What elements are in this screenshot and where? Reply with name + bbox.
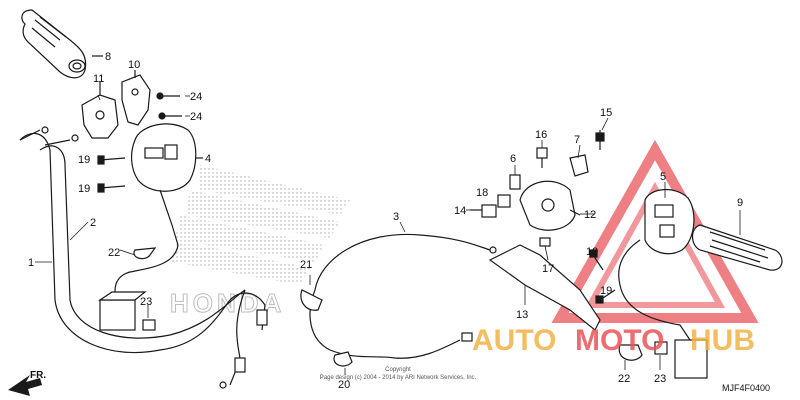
collar-18[interactable] (497, 194, 511, 208)
callout-6[interactable]: 6 (510, 153, 516, 165)
pivot-pin-16[interactable] (536, 147, 548, 168)
callout-23a[interactable]: 23 (140, 296, 152, 308)
throttle-housing-11[interactable] (81, 94, 119, 139)
copyright-line-1: Copyright (385, 367, 411, 373)
watermark-auto: AUTO (472, 324, 556, 357)
clamp-23b[interactable] (654, 341, 668, 355)
callout-19d[interactable]: 19 (600, 285, 612, 297)
callout-22b[interactable]: 22 (618, 373, 630, 385)
lever-bracket-12[interactable] (519, 180, 581, 231)
clip-22b[interactable] (618, 344, 643, 361)
watermark-moto: MOTO (575, 324, 664, 357)
clutch-cable-3[interactable] (309, 233, 497, 359)
watermark-autohub: AUTO MOTO HUB (472, 324, 755, 357)
callout-17[interactable]: 17 (542, 263, 554, 275)
wire-harness-right[interactable] (618, 239, 708, 379)
screw-19d[interactable] (595, 289, 616, 304)
adjuster-14[interactable] (470, 204, 497, 218)
bolt-15[interactable] (595, 130, 605, 150)
throttle-cable-2[interactable] (39, 134, 246, 339)
callout-18[interactable]: 18 (476, 187, 488, 199)
clip-22a[interactable] (133, 247, 157, 260)
callout-10[interactable]: 10 (128, 59, 140, 71)
callout-13[interactable]: 13 (516, 309, 528, 321)
switch-cover-10[interactable] (121, 74, 151, 126)
cable-clamp-20[interactable] (333, 351, 353, 367)
cable-end-fitting-b[interactable] (219, 289, 246, 389)
callout-labels: 8 10 11 24 24 4 19 19 2 1 22 23 3 21 20 … (28, 51, 743, 391)
callout-23b[interactable]: 23 (654, 373, 666, 385)
callout-24a[interactable]: 24 (190, 91, 202, 103)
screw-19c[interactable] (589, 249, 604, 271)
clutch-lever-13[interactable] (488, 244, 601, 331)
callout-19b[interactable]: 19 (78, 183, 90, 195)
cable-clamp-21[interactable] (300, 289, 323, 311)
screw-24b[interactable] (158, 112, 182, 120)
callout-20[interactable]: 20 (338, 379, 350, 391)
switch-housing-5[interactable] (644, 189, 695, 255)
clutch-switch-7[interactable] (569, 154, 589, 177)
wire-harness-left[interactable] (98, 244, 179, 331)
front-direction-label: FR. (30, 370, 46, 381)
copyright-line-2: Page design (c) 2004 - 2014 by ARI Netwo… (320, 375, 477, 381)
screw-24a[interactable] (156, 92, 180, 100)
callout-24b[interactable]: 24 (190, 111, 202, 123)
screw-19a[interactable] (97, 155, 126, 165)
leader-lines (35, 94, 741, 375)
callout-2[interactable]: 2 (90, 217, 96, 229)
callout-4[interactable]: 4 (205, 153, 211, 165)
diagram-code: MJF4F0400 (722, 383, 770, 393)
callout-1[interactable]: 1 (28, 257, 34, 269)
switch-housing-4[interactable] (131, 123, 197, 246)
callout-5[interactable]: 5 (660, 171, 666, 183)
callout-7[interactable]: 7 (574, 134, 580, 146)
callout-16[interactable]: 16 (535, 129, 547, 141)
screw-19b[interactable] (97, 183, 126, 193)
callout-22a[interactable]: 22 (108, 247, 120, 259)
callout-11[interactable]: 11 (93, 73, 104, 85)
throttle-cable-1[interactable] (19, 126, 231, 354)
honda-wing-logo (172, 165, 350, 285)
callout-8[interactable]: 8 (105, 51, 111, 63)
clamp-23a[interactable] (142, 319, 156, 331)
nut-17[interactable] (539, 237, 551, 247)
callout-12[interactable]: 12 (584, 209, 596, 221)
bushing-6[interactable] (509, 174, 521, 190)
watermark-hub: HUB (690, 324, 755, 357)
callout-21[interactable]: 21 (300, 259, 312, 271)
callout-14[interactable]: 14 (454, 205, 466, 217)
callout-19a[interactable]: 19 (78, 154, 90, 166)
callout-15[interactable]: 15 (600, 107, 612, 119)
callout-3[interactable]: 3 (393, 211, 399, 223)
front-arrow-icon (8, 375, 42, 396)
callout-9[interactable]: 9 (737, 197, 743, 209)
cable-end-fitting-a[interactable] (229, 292, 268, 331)
callout-19c[interactable]: 19 (586, 246, 598, 258)
throttle-grip-part[interactable] (21, 9, 87, 79)
handlebar-grip-9[interactable] (691, 224, 783, 271)
